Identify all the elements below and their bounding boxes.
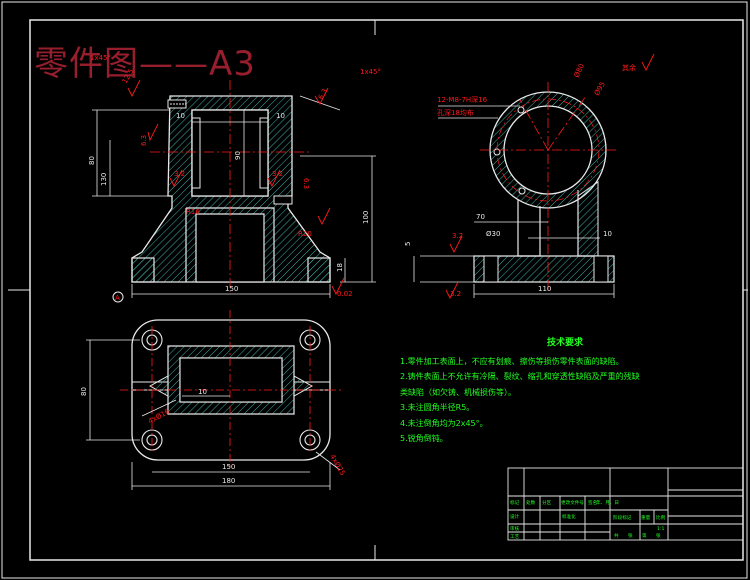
tb-sheets: 张 [628, 532, 633, 539]
tb-zone: 分区 [542, 499, 552, 506]
dim-180: 180 [222, 477, 235, 485]
hole-note-right: 4xØ25 [328, 453, 346, 477]
tech-item-3: 3.未注圆角半径R5。 [400, 403, 475, 412]
tech-item-2b: 类缺陷（如欠铸、机械损伤等）。 [400, 387, 516, 397]
tb-total: 共 [614, 532, 619, 539]
side-roughness-bottom: 3.2 [450, 290, 461, 298]
dim-base-thickness: 18 [336, 263, 344, 272]
datum-a-label: A [115, 294, 120, 302]
side-view [413, 53, 655, 300]
thread-note: 12-M8-7H深16 [437, 95, 488, 104]
tb-weight: 重量 [641, 514, 651, 521]
dim-bottom-width: 150 [225, 285, 238, 293]
dim-right-height: 100 [362, 211, 370, 224]
tb-scale: 比例 [656, 514, 666, 521]
tech-item-2: 2.铸件表面上不允许有冷隔、裂纹、缩孔和穿透性缺陷及严重的残缺 [400, 372, 640, 381]
tech-item-5: 5.锐角倒钝。 [400, 434, 448, 443]
tb-std: 标准化 [562, 513, 576, 520]
tb-doc: 更改文件号 [561, 499, 584, 506]
dim-inner-height-left: 80 [88, 156, 96, 165]
radius-r16: R16 [186, 208, 200, 216]
top-view [86, 310, 342, 490]
tb-sheet: 张 [656, 532, 661, 539]
hole-note-left: 4xØ16 [147, 407, 171, 426]
tb-stage: 阶段标记 [613, 514, 632, 521]
roughness-left: 6.3 [140, 135, 148, 146]
dim-left-height: 130 [100, 173, 108, 186]
radius-r20: R20 [298, 230, 312, 238]
dim-groove: 10 [176, 112, 185, 120]
title-block [507, 467, 744, 541]
tb-ratio: 1:1 [657, 526, 664, 532]
outer-diameter: Ø80 [573, 62, 586, 78]
inner-diameter: Ø95 [593, 81, 607, 97]
tech-item-1: 1.零件加工表面上，不应有划痕、擦伤等损伤零件表面的缺陷。 [400, 356, 624, 366]
dim-5: 5 [404, 242, 412, 246]
side-roughness: 3.2 [452, 232, 463, 240]
dim-top-right: 10 [276, 112, 285, 120]
dim-150: 150 [222, 463, 235, 471]
dim-d30: Ø30 [486, 230, 500, 238]
tolerance-value: 0.02 [337, 290, 353, 298]
tb-sign: 签名 [588, 499, 597, 506]
chamfer-note-left: 1x45° [90, 54, 111, 62]
title-block-text: 标记 处数 分区 更改文件号 签名 年、月、日 设计 标准化 审核 工艺 阶段标… [510, 499, 666, 540]
tb-no: 第 [642, 532, 647, 539]
dim-70: 70 [476, 213, 485, 221]
chamfer-note-right: 1x45° [360, 68, 381, 76]
tb-design: 设计 [510, 513, 520, 520]
tb-mark: 标记 [510, 499, 520, 506]
dim-10: 10 [603, 230, 612, 238]
front-view-annotations: 1x45° 1x45° 12.5 6.3 3.2 3.2 6.3 6.3 R16… [90, 54, 381, 302]
tb-count: 处数 [526, 499, 536, 506]
roughness-b: 3.2 [174, 170, 185, 178]
dim-80: 80 [80, 387, 88, 396]
rest-mark: 其余 [622, 63, 636, 72]
tb-review: 审核 [510, 525, 520, 532]
roughness-d: 3.2 [272, 170, 283, 178]
front-view [92, 79, 376, 303]
tb-process: 工艺 [510, 534, 520, 540]
drawing-title: 零件图——A3 [34, 44, 256, 84]
hole-depth-note: 孔深18均布 [437, 108, 474, 117]
roughness-e: 6.3 [302, 178, 310, 189]
tech-heading: 技术要求 [546, 338, 583, 348]
tb-date: 年、月、日 [596, 499, 619, 506]
dim-inner-height: 90 [234, 151, 242, 160]
dim-inner-10: 10 [198, 388, 207, 396]
tech-item-4: 4.未注倒角均为2x45°。 [400, 418, 488, 428]
technical-requirements: 技术要求 1.零件加工表面上，不应有划痕、擦伤等损伤零件表面的缺陷。 2.铸件表… [400, 336, 730, 447]
dim-110: 110 [538, 285, 551, 293]
